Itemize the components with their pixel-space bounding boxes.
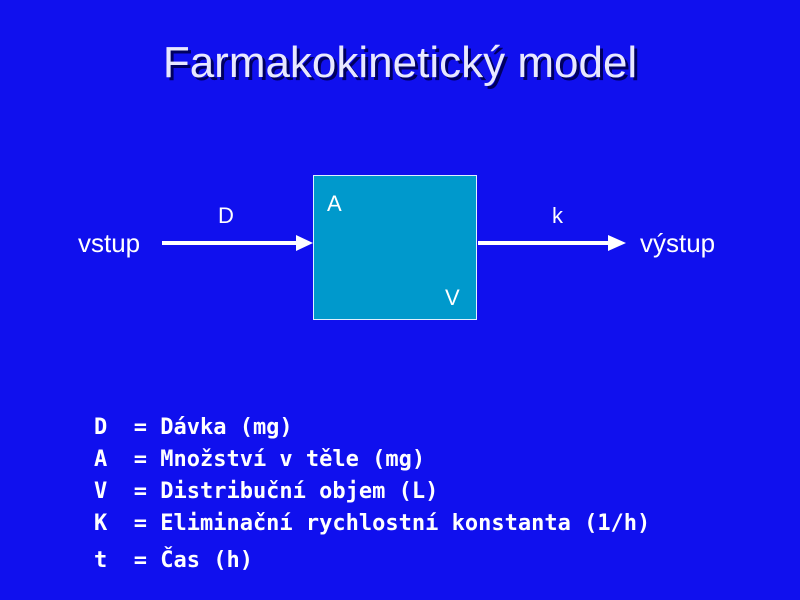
dose-label: D <box>218 203 234 228</box>
rate-label: k <box>552 203 563 228</box>
legend-item-rate-constant: K = Eliminační rychlostní konstanta (1/h… <box>94 511 651 536</box>
input-label: vstup <box>78 228 141 258</box>
amount-label: A <box>327 191 342 216</box>
volume-label: V <box>445 285 460 310</box>
output-label: výstup <box>640 228 716 258</box>
output-arrow <box>478 235 626 251</box>
legend-item-dose: D = Dávka (mg) <box>94 415 293 440</box>
legend-item-amount: A = Množství v těle (mg) <box>94 447 426 472</box>
compartment-box: A V <box>313 175 477 320</box>
slide-title: Farmakokinetický model <box>162 38 638 87</box>
legend-item-volume: V = Distribuční objem (L) <box>94 479 439 504</box>
legend-item-time: t = Čas (h) <box>94 548 253 573</box>
input-arrow <box>162 235 313 251</box>
legend: D = Dávka (mg) A = Množství v těle (mg) … <box>94 412 650 577</box>
